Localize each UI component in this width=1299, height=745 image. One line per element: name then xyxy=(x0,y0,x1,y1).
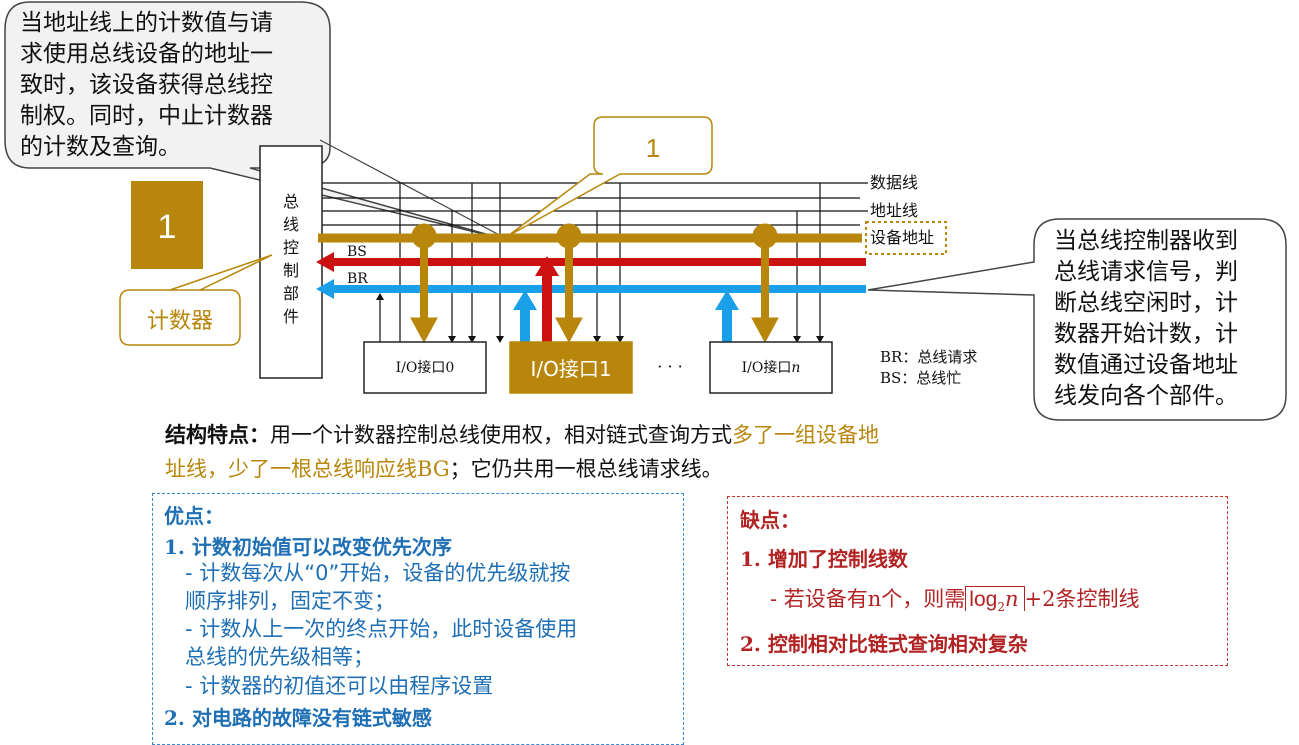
disadvantages-sub-prefix: - 若设备有n个，则需 xyxy=(770,587,966,611)
legend-bs: BS：总线忙 xyxy=(880,369,961,387)
structure-label: 结构特点： xyxy=(165,422,270,447)
callout-right-line: 数器开始计数，计 xyxy=(1054,321,1238,347)
advantages-sub2a: - 计数从上一次的终点开始，此时设备使用 xyxy=(185,617,578,641)
br-label: BR xyxy=(347,271,368,287)
structure-feature-text: 结构特点：用一个计数器控制总线使用权，相对链式查询方式多了一组设备地 址线，少了… xyxy=(165,418,1065,486)
callout-top-line: 求使用总线设备的地址一 xyxy=(20,41,273,67)
advantages-sub1b: 顺序排列，固定不变； xyxy=(185,589,395,613)
structure-highlight2: 址线，少了一根总线响应线BG xyxy=(165,457,450,481)
ion-box xyxy=(709,341,833,394)
bus-controller-box xyxy=(259,145,323,379)
device-address-label-box xyxy=(865,221,947,255)
structure-text2: ；它仍共用一根总线请求线。 xyxy=(449,457,723,481)
disadvantages-item2: 2. 控制相对比链式查询相对复杂 xyxy=(740,632,1028,656)
device-address-label: 设备地址 xyxy=(870,228,934,247)
advantages-sub3: - 计数器的初值还可以由程序设置 xyxy=(185,674,494,698)
callout-right-line: 线发向各个部件。 xyxy=(1054,383,1238,409)
controller-char: 总 xyxy=(283,192,299,211)
log-arg: n xyxy=(1004,587,1019,611)
advantages-item2: 2. 对电路的故障没有链式敏感 xyxy=(164,706,432,730)
controller-char: 件 xyxy=(283,307,299,326)
controller-char: 部 xyxy=(283,284,299,303)
red-up-arrow xyxy=(535,256,559,342)
counter-label: 计数器 xyxy=(147,309,213,334)
counter-bubble xyxy=(119,254,273,346)
callout-top-line: 当地址线上的计数值与请 xyxy=(20,10,273,36)
counter-bubble-number: 1 xyxy=(646,133,660,163)
log-text: log xyxy=(969,588,998,611)
callout-top-line: 致时，该设备获得总线控 xyxy=(20,72,273,98)
legend-br: BR：总线请求 xyxy=(880,348,977,366)
bs-label: BS xyxy=(347,244,367,260)
callout-top-line: 制权。同时，中止计数器 xyxy=(20,103,273,129)
callout-right-text: 当总线控制器收到 总线请求信号，判 断总线空闲时，计 数器开始计数，计 数值通过… xyxy=(1054,226,1279,412)
ion-label: I/O接口n xyxy=(742,359,801,376)
callout-top-text: 当地址线上的计数值与请 求使用总线设备的地址一 致时，该设备获得总线控 制权。同… xyxy=(20,8,320,163)
disadvantages-sub-suffix: +2条控制线 xyxy=(1024,587,1140,611)
callout-right-line: 数值通过设备地址 xyxy=(1054,352,1238,378)
address-line-label: 地址线 xyxy=(870,201,918,220)
structure-text1: 用一个计数器控制总线使用权，相对链式查询方式 xyxy=(270,423,732,447)
io1-box xyxy=(509,341,633,394)
ceil-left: log2n xyxy=(965,586,1021,615)
advantages-sub1a: - 计数每次从“0”开始，设备的优先级就按 xyxy=(185,561,571,585)
callout-top-line: 的计数及查询。 xyxy=(20,134,181,160)
callout-right-bubble xyxy=(867,218,1287,421)
devices-ellipsis: · · · xyxy=(657,357,682,376)
controller-label: 总 线 控 制 部 件 xyxy=(283,192,299,326)
controller-char: 控 xyxy=(283,238,299,257)
gold-down-arrows xyxy=(410,223,779,344)
log-base: 2 xyxy=(997,600,1005,615)
callout-top-bubble xyxy=(4,1,501,239)
advantages-title: 优点： xyxy=(164,504,224,528)
callout-right-line: 断总线空闲时，计 xyxy=(1054,290,1238,316)
disadvantages-item1: 1. 增加了控制线数 xyxy=(740,547,908,571)
controller-char: 线 xyxy=(283,215,299,234)
small-arrowheads xyxy=(376,293,824,343)
io1-label: I/O接口1 xyxy=(530,357,611,381)
disadvantages-box xyxy=(727,496,1228,666)
advantages-item1: 1. 计数初始值可以改变优先次序 xyxy=(164,535,452,559)
number-box xyxy=(131,181,203,269)
disadvantages-title: 缺点： xyxy=(740,508,800,532)
thin-bus-lines xyxy=(322,182,868,226)
counter-number-bubble xyxy=(507,116,713,237)
data-line-label: 数据线 xyxy=(870,173,918,192)
io0-box xyxy=(363,341,487,394)
advantages-sub2b: 总线的优先级相等； xyxy=(185,645,374,669)
controller-char: 制 xyxy=(283,261,299,280)
structure-highlight1: 多了一组设备地 xyxy=(732,423,879,447)
number-box-label: 1 xyxy=(158,208,177,246)
io0-label: I/O接口0 xyxy=(396,359,455,376)
blue-up-arrows xyxy=(513,290,739,342)
callout-right-line: 总线请求信号，判 xyxy=(1054,259,1238,285)
callout-right-line: 当总线控制器收到 xyxy=(1054,228,1238,254)
